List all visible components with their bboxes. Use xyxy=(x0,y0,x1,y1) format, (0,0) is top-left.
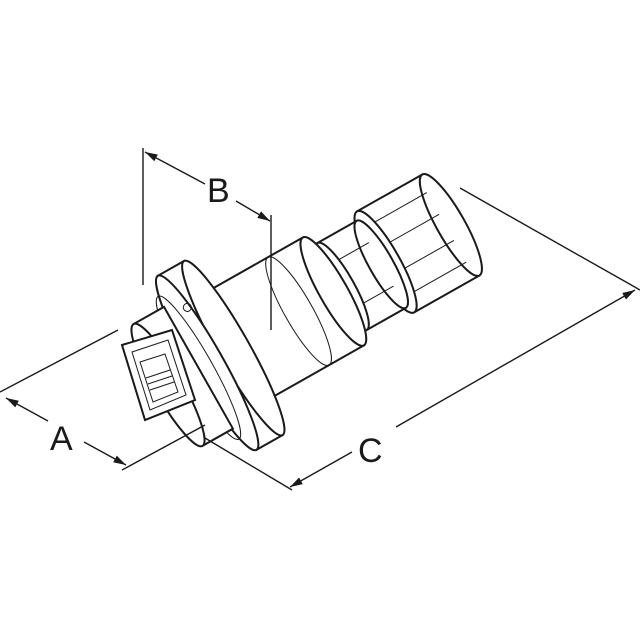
connector-body xyxy=(130,173,483,452)
dimension-label-b: B xyxy=(207,172,230,210)
rj45-jack xyxy=(120,328,197,422)
panel-flange xyxy=(154,259,286,452)
dimension-a: A xyxy=(0,329,206,471)
dimension-label-a: A xyxy=(50,420,73,458)
dimension-c: C xyxy=(204,187,640,491)
dimension-b: B xyxy=(142,148,272,330)
dimension-label-c: C xyxy=(358,432,383,470)
